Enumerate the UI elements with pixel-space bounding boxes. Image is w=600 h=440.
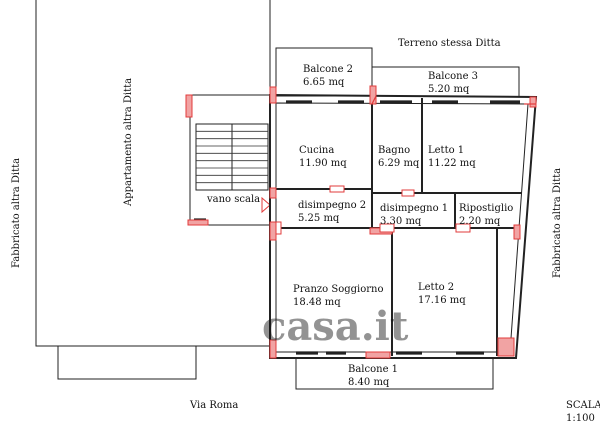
structural-markers bbox=[185, 85, 537, 359]
letto1-name: Letto 1 bbox=[428, 145, 464, 156]
bagno-name: Bagno bbox=[378, 145, 410, 156]
vano-scala-label: vano scala bbox=[206, 194, 260, 205]
balcone3-outline bbox=[372, 66, 520, 97]
disimpegno2-area: 5.25 mq bbox=[298, 213, 340, 224]
stair-steps bbox=[196, 130, 268, 184]
pranzo-name: Pranzo Soggiorno bbox=[293, 284, 384, 295]
balcone1-outline bbox=[295, 358, 494, 390]
disimpegno1-name: disimpegno 1 bbox=[380, 203, 448, 214]
cucina-name: Cucina bbox=[299, 145, 334, 156]
scale-value: 1:100 bbox=[566, 413, 595, 424]
scale-label: SCALA bbox=[566, 400, 600, 411]
bagno-area: 6.29 mq bbox=[378, 158, 420, 169]
watermark: casa.it bbox=[262, 303, 409, 350]
balcone3-name: Balcone 3 bbox=[428, 71, 478, 82]
balcone3-area: 5.20 mq bbox=[428, 84, 470, 95]
stair-block bbox=[189, 94, 271, 226]
neighbour-building-outline bbox=[35, 0, 271, 347]
letto2-area: 17.16 mq bbox=[418, 295, 466, 306]
balcone2-area: 6.65 mq bbox=[303, 77, 345, 88]
apartment-outer-wall bbox=[269, 93, 538, 359]
ripostiglio-name: Ripostiglio bbox=[459, 203, 513, 214]
street-label: Via Roma bbox=[189, 400, 238, 411]
lower-block bbox=[57, 345, 197, 380]
cucina-area: 11.90 mq bbox=[299, 158, 347, 169]
disimpegno2-name: disimpegno 2 bbox=[298, 200, 366, 211]
pranzo-area: 18.48 mq bbox=[293, 297, 341, 308]
appartamento-label: Appartamento altra Ditta bbox=[123, 78, 134, 207]
letto1-area: 11.22 mq bbox=[428, 158, 476, 169]
disimpegno1-area: 3.30 mq bbox=[380, 216, 422, 227]
stair-arrow bbox=[261, 196, 271, 214]
partitions bbox=[272, 98, 522, 356]
ripostiglio-area: 2.20 mq bbox=[459, 216, 501, 227]
fabbricato-left-label: Fabbricato altra Ditta bbox=[11, 158, 22, 268]
terreno-label: Terreno stessa Ditta bbox=[398, 38, 501, 49]
balcone1-area: 8.40 mq bbox=[348, 377, 390, 388]
fabbricato-right-label: Fabbricato altra Ditta bbox=[552, 168, 563, 278]
balcone2-name: Balcone 2 bbox=[303, 64, 353, 75]
balcone1-name: Balcone 1 bbox=[348, 364, 398, 375]
doors bbox=[275, 185, 471, 235]
letto2-name: Letto 2 bbox=[418, 282, 454, 293]
